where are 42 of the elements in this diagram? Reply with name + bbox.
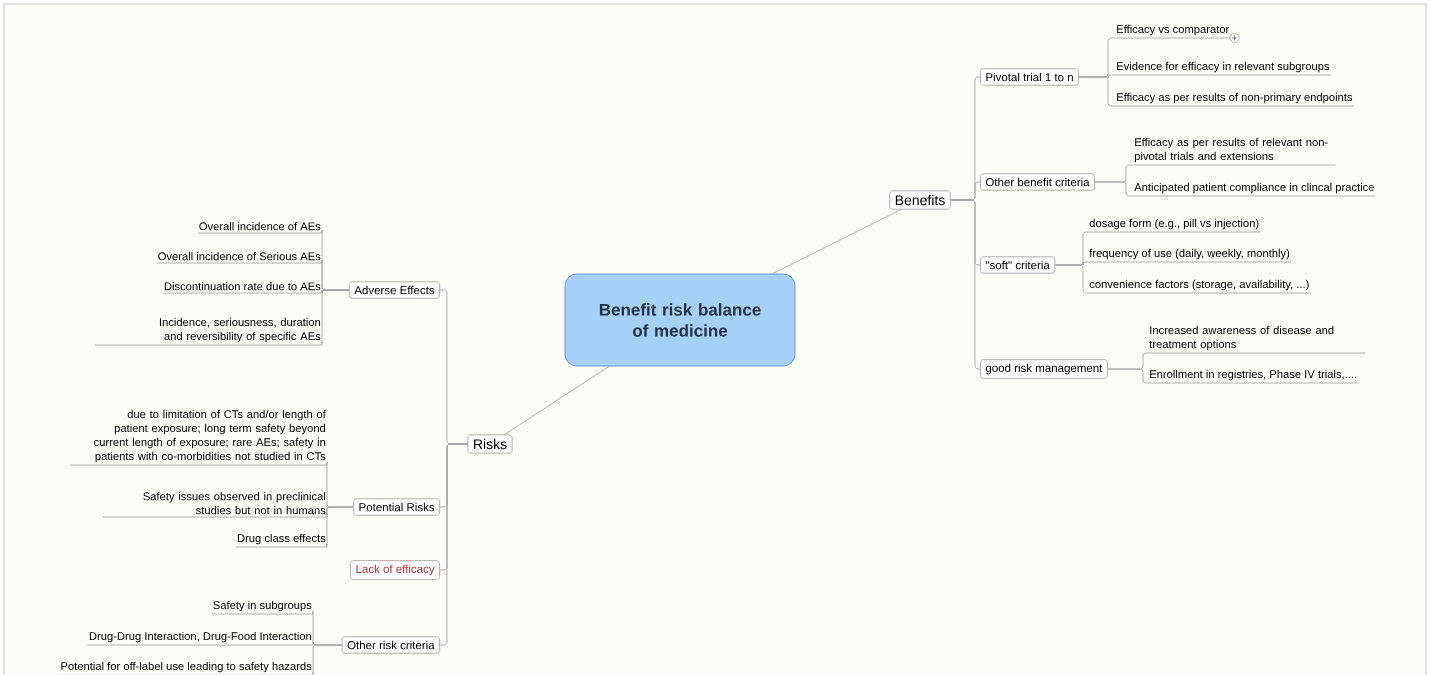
underlined-topic: Drug-Drug Interaction, Drug-Food Interaction bbox=[87, 631, 314, 646]
connector bbox=[321, 289, 350, 346]
underlined-topic: Efficacy as per results of relevant non-pivotal trials and extensions bbox=[1132, 137, 1336, 166]
topic-box: Other benefit criteria bbox=[980, 173, 1095, 191]
underlined-topic: due to limitation of CTs and/or length of patient exposure; long term safety beyond current length of exposure; rare AEs; safety in patients with co-morbidities not studied in CTs bbox=[69, 409, 328, 466]
connector bbox=[1107, 368, 1149, 384]
underlined-topic: Drug class effects bbox=[235, 533, 328, 548]
underlined-topic: convenience factors (storage, availability, ...) bbox=[1087, 279, 1311, 294]
topic-box: Risks bbox=[467, 434, 513, 454]
topic-box: Pivotal trial 1 to n bbox=[980, 68, 1079, 86]
connector bbox=[1094, 181, 1134, 197]
underlined-topic: frequency of use (daily, weekly, monthly) bbox=[1087, 248, 1292, 263]
underlined-topic: Enrollment in registries, Phase IV trials,.... bbox=[1147, 369, 1359, 384]
underlined-topic: Efficacy as per results of non-primary endpoints bbox=[1114, 92, 1355, 107]
connector bbox=[950, 199, 981, 370]
connector bbox=[1078, 76, 1116, 107]
topic-box: good risk management bbox=[980, 359, 1108, 379]
connector bbox=[772, 209, 902, 274]
connector bbox=[1054, 264, 1089, 294]
connector bbox=[326, 506, 354, 548]
underlined-topic: Efficacy vs comparator bbox=[1114, 24, 1231, 39]
underlined-topic: Overall incidence of AEs bbox=[197, 222, 323, 234]
connector bbox=[439, 443, 468, 646]
underlined-topic: Discontinuation rate due to AEs bbox=[162, 282, 323, 294]
underlined-topic: Evidence for efficacy in relevant subgroups bbox=[1114, 61, 1332, 76]
topic-box: Other risk criteria bbox=[341, 636, 440, 654]
topic-box: Adverse Effects bbox=[348, 281, 440, 299]
topic-box: "soft" criteria bbox=[980, 256, 1056, 274]
underlined-topic: Safety issues observed in preclinical studies but not in humans bbox=[102, 492, 328, 518]
topic-box: Potential Risks bbox=[353, 498, 440, 516]
underlined-topic: Increased awareness of disease and treatment options bbox=[1147, 325, 1366, 354]
underlined-topic: Incidence, seriousness, duration and reversibility of specific AEs bbox=[94, 317, 323, 346]
underlined-topic: Safety in subgroups bbox=[211, 600, 314, 615]
central-topic-box: Benefit risk balance of medicine bbox=[564, 273, 796, 367]
underlined-topic: Potential for off-label use leading to safety hazards bbox=[58, 661, 314, 675]
connector bbox=[504, 366, 610, 435]
topic-box: Benefits bbox=[889, 190, 951, 210]
underlined-topic: dosage form (e.g., pill vs injection) bbox=[1087, 218, 1261, 233]
topic-box: Lack of efficacy bbox=[350, 560, 440, 580]
underlined-topic: Anticipated patient compliance in clincal practice bbox=[1132, 182, 1377, 197]
connector bbox=[312, 644, 343, 675]
underlined-topic: Overall incidence of Serious AEs bbox=[156, 252, 323, 264]
